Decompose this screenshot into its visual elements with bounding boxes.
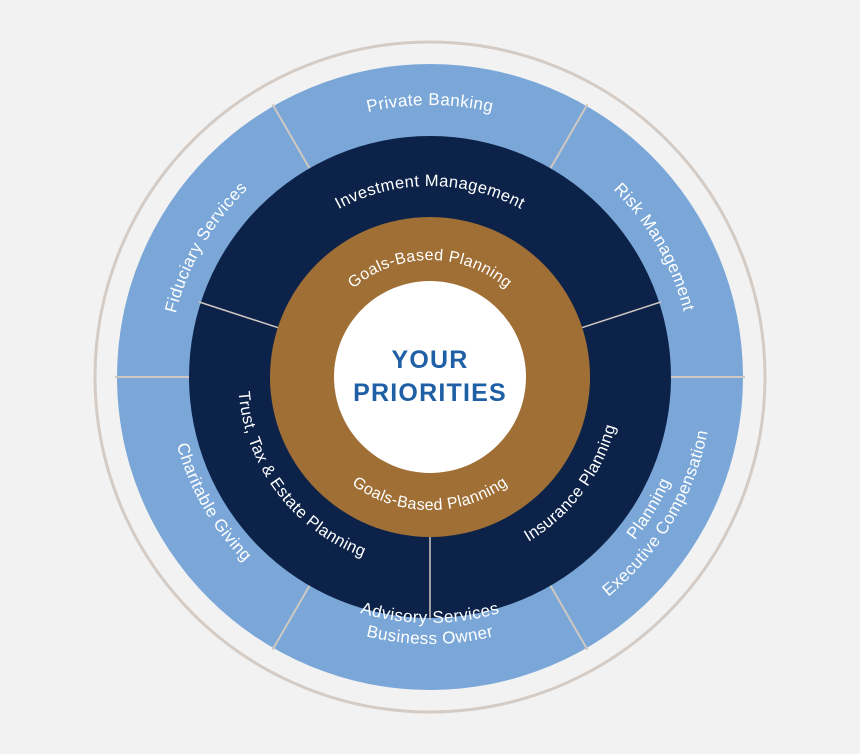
center-circle <box>334 281 526 473</box>
outer-divider-1 <box>547 103 589 174</box>
center-title-line2: PRIORITIES <box>353 379 507 407</box>
outer-divider-4 <box>271 580 313 651</box>
outer-divider-3 <box>547 580 589 651</box>
middle-ring-dividers <box>198 301 662 620</box>
middle-divider-0 <box>198 301 280 329</box>
middle-divider-1 <box>580 301 662 329</box>
outer-divider-0 <box>271 103 313 174</box>
outer-border-ring <box>93 40 767 714</box>
outer-ring-dividers <box>115 103 745 651</box>
center-title-line1: YOUR <box>391 346 468 374</box>
